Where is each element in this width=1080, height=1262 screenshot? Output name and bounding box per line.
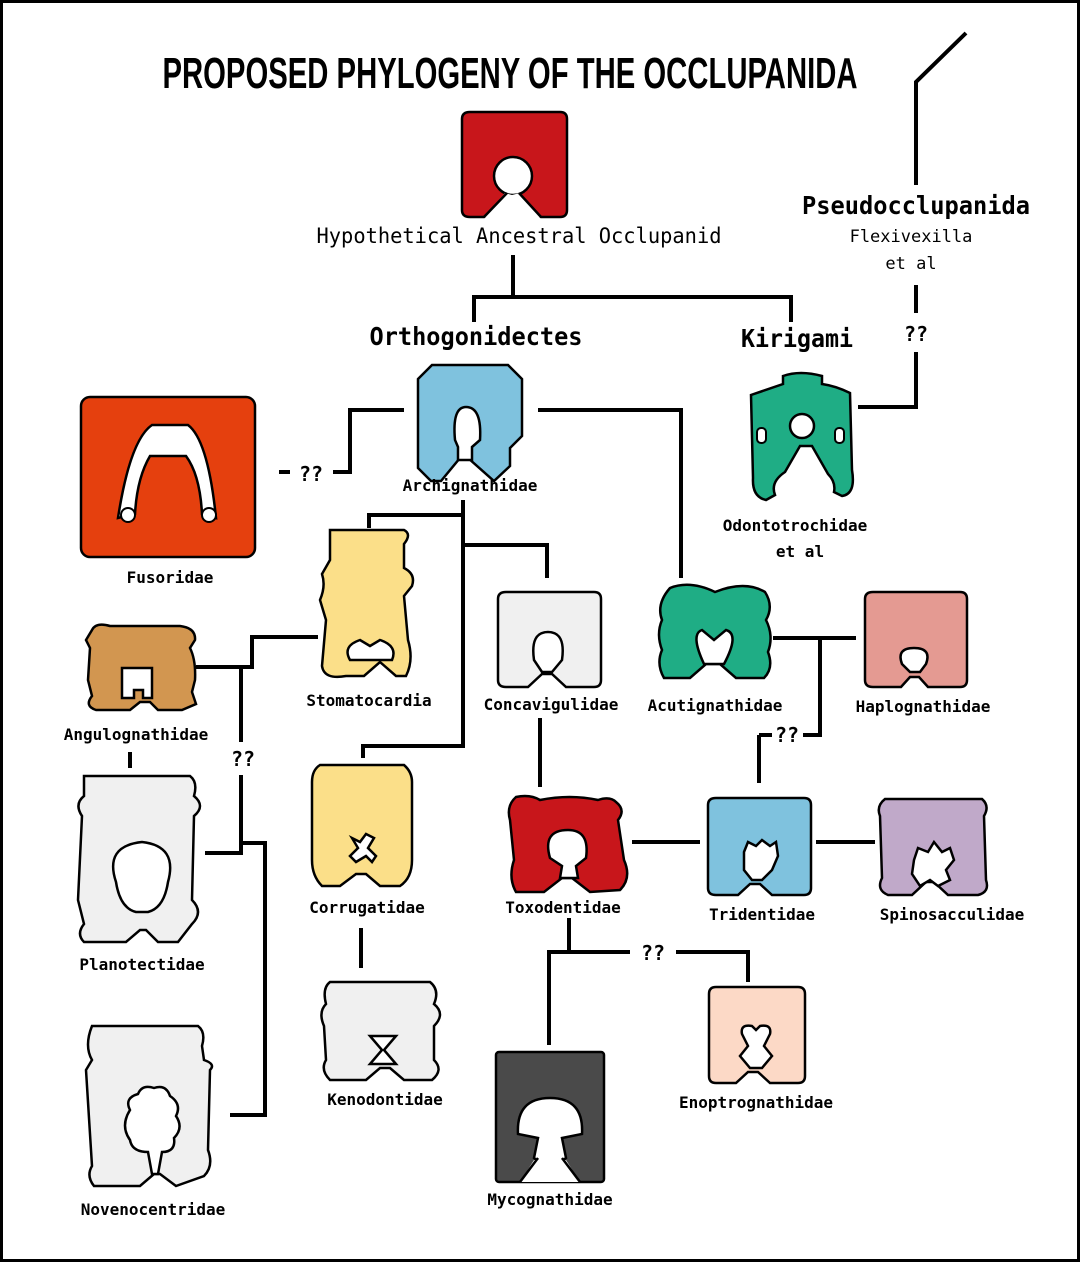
toxodentidae-specimen [507, 794, 629, 894]
spinosacculidae-specimen [877, 797, 989, 897]
planotectidae-specimen [76, 774, 202, 944]
kirigami-label: Kirigami [741, 324, 853, 353]
branch-pseudo-kirigami-2 [858, 352, 918, 409]
tridentidae-label: Tridentidae [709, 905, 815, 924]
enoptrognathidae-label: Enoptrognathidae [679, 1093, 833, 1112]
concavigulidae-specimen [496, 590, 603, 689]
uncertain-marker-fusoridae: ?? [299, 462, 323, 486]
branch-archi-down [361, 500, 465, 758]
stomatocardia-specimen [318, 528, 415, 679]
branch-acuti [538, 408, 683, 578]
branch-angulo-down-2 [205, 775, 243, 855]
concavigulidae-label: Concavigulidae [484, 695, 619, 714]
kenodontidae-specimen [320, 980, 442, 1082]
branch-haplo-q [803, 638, 822, 737]
stomatocardia-shape [318, 528, 415, 679]
kenodontidae-shape [320, 980, 442, 1082]
planotectidae-label: Planotectidae [79, 955, 204, 974]
enoptrognathidae-specimen [707, 985, 807, 1085]
ancestor-label: Hypothetical Ancestral Occlupanid [317, 224, 722, 248]
tridentidae-specimen [706, 796, 813, 897]
uncertain-marker-trident: ?? [775, 723, 799, 747]
haplognathidae-specimen [863, 590, 969, 689]
flexivexilla-label: Flexivexilla [850, 227, 973, 247]
branch-angulo [196, 635, 318, 669]
branch-lines [128, 31, 968, 1117]
archignathidae-label: Archignathidae [403, 476, 538, 495]
branch-noveno [230, 841, 267, 1117]
haplognathidae-shape [863, 590, 969, 689]
odontotrochidae-specimen [749, 371, 855, 502]
mycognathidae-specimen [494, 1050, 606, 1184]
uncertain-marker-angulo: ?? [231, 747, 255, 771]
toxodentidae-label: Toxodentidae [505, 898, 621, 917]
acutignathidae-shape [657, 583, 772, 680]
uncertain-marker-enop: ?? [641, 941, 665, 965]
branch-pseudo-top [914, 31, 968, 185]
corrugatidae-label: Corrugatidae [309, 898, 425, 917]
branch-myco [547, 950, 630, 1045]
novenocentridae-label: Novenocentridae [81, 1200, 226, 1219]
acutignathidae-label: Acutignathidae [648, 696, 783, 715]
acutignathidae-specimen [657, 583, 772, 680]
angulognathidae-specimen [84, 623, 198, 712]
uncertain-marker-pseudo: ?? [904, 322, 928, 346]
fusoridae-label: Fusoridae [127, 568, 214, 587]
branch-ancestor-split [472, 295, 793, 322]
ancestor-specimen [460, 110, 569, 219]
branch-stomato [367, 513, 463, 528]
corrugatidae-specimen [310, 763, 414, 888]
pseudocclupanida-label: Pseudocclupanida [802, 191, 1030, 220]
spinosacculidae-label: Spinosacculidae [880, 905, 1025, 924]
branch-fusoridae-2 [333, 408, 404, 474]
angulognathidae-label: Angulognathidae [64, 725, 209, 744]
corrugatidae-shape [310, 763, 414, 888]
odontotrochidae-etal-label: et al [776, 542, 824, 561]
haplognathidae-label: Haplognathidae [856, 697, 991, 716]
fusoridae-shape [79, 395, 257, 559]
stomatocardia-label: Stomatocardia [306, 691, 431, 710]
branch-concavi [463, 543, 549, 578]
novenocentridae-specimen [84, 1024, 214, 1188]
diagram-title: PROPOSED PHYLOGENY OF THE OCCLUPANIDA [163, 49, 858, 98]
fusoridae-specimen [79, 395, 257, 559]
branch-enop [676, 950, 750, 982]
mycognathidae-label: Mycognathidae [487, 1190, 612, 1209]
archignathidae-specimen [416, 363, 524, 483]
pseudo-etal-label: et al [885, 254, 936, 274]
kenodontidae-label: Kenodontidae [327, 1090, 443, 1109]
orthogonidectes-label: Orthogonidectes [370, 322, 583, 351]
odontotrochidae-label: Odontotrochidae [723, 516, 868, 535]
